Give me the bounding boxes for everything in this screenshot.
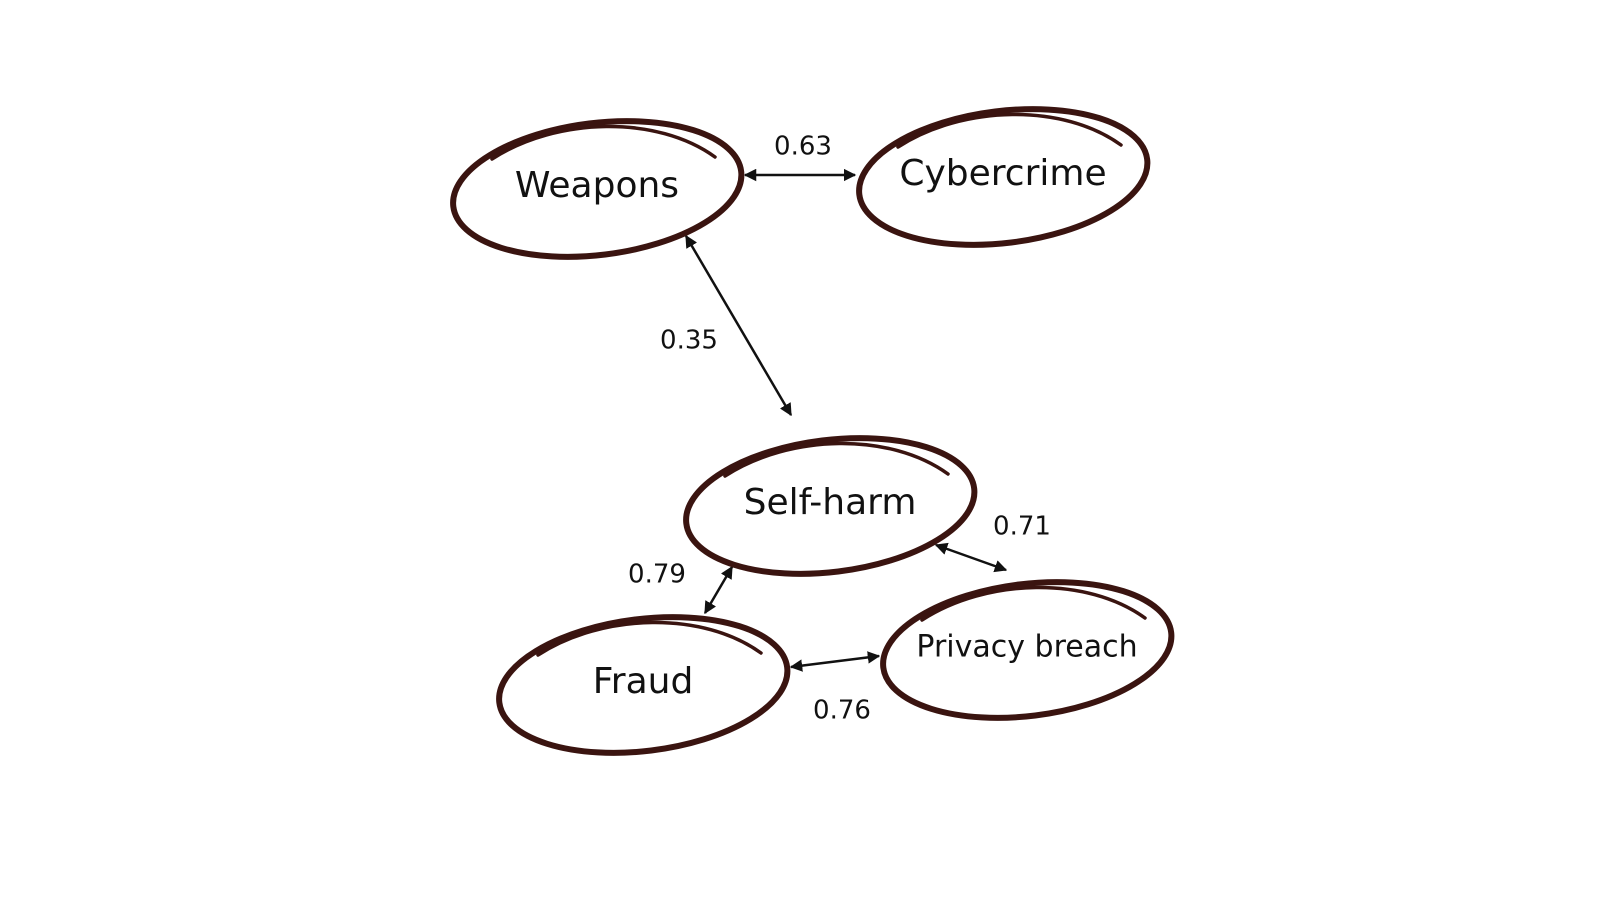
node-cybercrime: Cybercrime [856, 106, 1151, 248]
node-weapons: Weapons [450, 118, 745, 260]
edge-value-label: 0.71 [993, 512, 1051, 542]
node-outline [683, 435, 978, 577]
double-arrow [789, 651, 881, 672]
edge-value-label: 0.63 [774, 132, 832, 162]
node-sketch-stroke [896, 112, 1123, 149]
edge-value-label: 0.79 [628, 560, 686, 590]
edge-value-label: 0.76 [813, 696, 871, 726]
double-arrow [684, 234, 793, 417]
node-sketch-stroke [536, 620, 763, 657]
node-outline [496, 614, 791, 756]
node-label: Weapons [515, 165, 679, 206]
node-fraud: Fraud [496, 614, 791, 756]
edge-self-harm-privacy-breach: 0.71 [934, 512, 1051, 573]
node-label: Self-harm [744, 482, 917, 523]
edge-value-label: 0.35 [660, 326, 718, 356]
node-self-harm: Self-harm [683, 435, 978, 577]
node-outline [856, 106, 1151, 248]
double-arrow [934, 542, 1008, 573]
node-outline [880, 579, 1175, 721]
edge-weapons-self-harm: 0.35 [660, 234, 793, 417]
node-outline [450, 118, 745, 260]
node-label: Fraud [593, 661, 694, 702]
edge-self-harm-fraud: 0.79 [628, 560, 734, 615]
node-privacy-breach: Privacy breach [880, 579, 1175, 721]
node-sketch-stroke [723, 441, 950, 478]
edge-weapons-cybercrime: 0.63 [743, 132, 857, 182]
node-sketch-stroke [920, 585, 1147, 622]
node-sketch-stroke [490, 124, 717, 161]
edge-fraud-privacy-breach: 0.76 [789, 651, 881, 726]
node-label: Cybercrime [899, 153, 1106, 194]
double-arrow [703, 565, 734, 615]
node-label: Privacy breach [916, 630, 1137, 665]
